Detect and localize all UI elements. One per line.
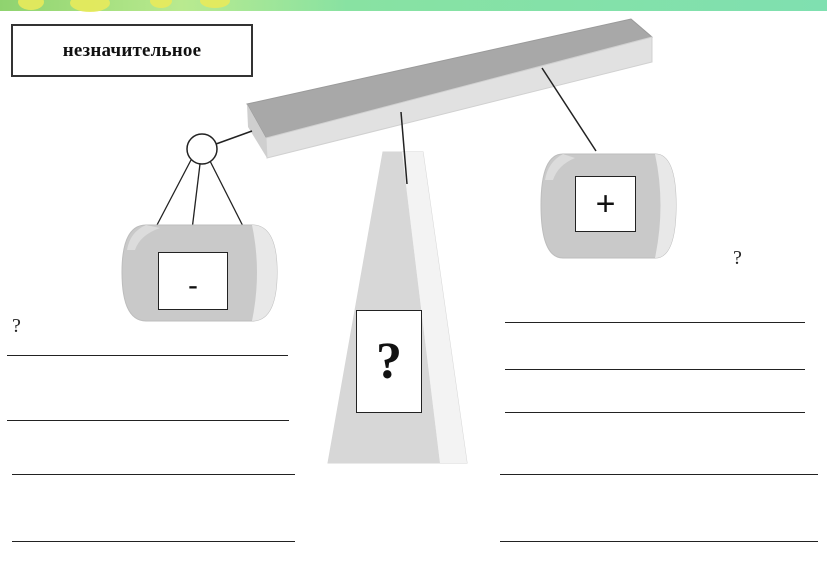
right-answer-line-5[interactable] [500, 541, 818, 542]
left-answer-line-3[interactable] [12, 474, 295, 475]
right-suspension-line [541, 67, 597, 152]
right-question-mark: ? [733, 247, 742, 269]
left-answer-line-1[interactable] [7, 355, 288, 356]
fulcrum-question-label: ? [356, 310, 422, 413]
decorative-top-band [0, 0, 827, 12]
pivot-rod [400, 111, 408, 185]
hook-ring-icon [186, 133, 218, 165]
plus-label: + [575, 176, 636, 232]
right-answer-line-3[interactable] [505, 412, 805, 413]
fulcrum-pillar [327, 151, 468, 464]
balance-beam [246, 18, 654, 159]
left-answer-line-2[interactable] [7, 420, 289, 421]
title-box: незначительное [11, 24, 253, 77]
left-answer-line-4[interactable] [12, 541, 295, 542]
title-text: незначительное [62, 39, 202, 61]
left-question-mark: ? [12, 315, 21, 337]
right-answer-line-4[interactable] [500, 474, 818, 475]
right-answer-line-1[interactable] [505, 322, 805, 323]
minus-label: - [158, 252, 228, 310]
right-answer-line-2[interactable] [505, 369, 805, 370]
